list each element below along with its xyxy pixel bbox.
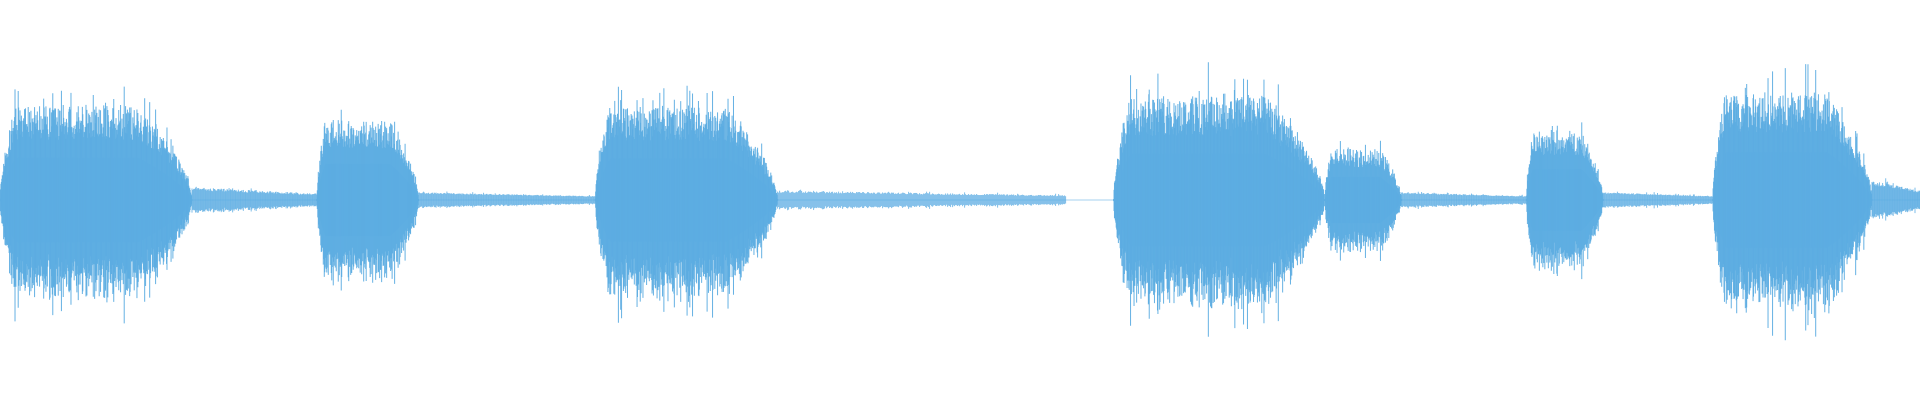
waveform-segment — [1401, 191, 1527, 210]
waveform-segment — [191, 186, 318, 213]
waveform-segment — [1602, 191, 1714, 209]
waveform-segment — [1525, 122, 1604, 280]
waveform-segment — [316, 109, 420, 291]
waveform-segment — [1712, 64, 1873, 341]
waveform-bars — [0, 62, 1920, 341]
waveform-segment — [1871, 178, 1920, 221]
waveform-segment — [777, 189, 1067, 211]
waveform-segment — [0, 86, 193, 324]
waveform-segment — [1113, 62, 1326, 337]
waveform-segment — [594, 85, 779, 323]
waveform-segment — [1324, 140, 1403, 261]
waveform-segment — [418, 191, 596, 209]
